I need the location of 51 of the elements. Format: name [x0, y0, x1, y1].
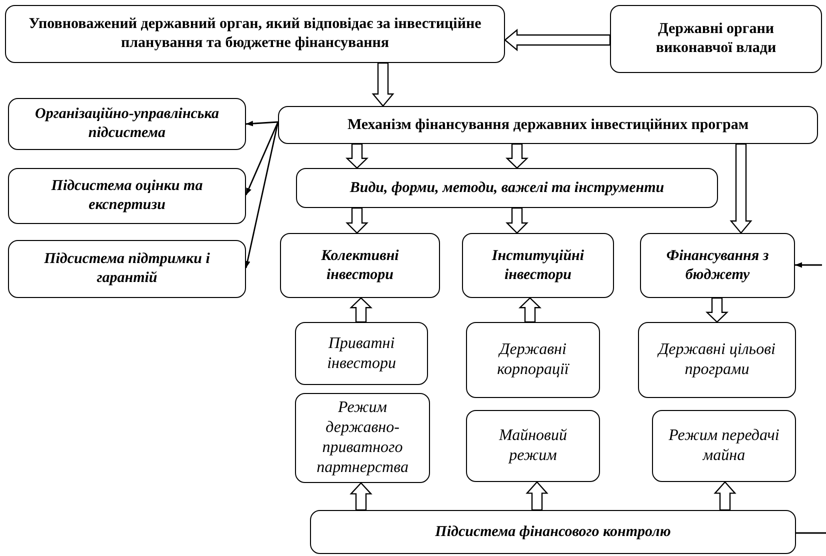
- rounded-box: [640, 233, 795, 298]
- box-label: Колективні інвестори: [320, 246, 400, 284]
- block-arrow: [350, 482, 372, 511]
- rounded-box: [638, 322, 796, 398]
- box-label: Інституційні інвестори: [490, 246, 586, 284]
- box-label: Види, форми, методи, важелі та інструменти: [350, 178, 664, 198]
- box-label: Підсистема фінансового контролю: [435, 522, 671, 542]
- rounded-box: [652, 410, 796, 482]
- rounded-box: [8, 168, 246, 224]
- box-label: Підсистема підтримки і гарантій: [43, 250, 211, 288]
- connector-line: [796, 532, 826, 534]
- block-arrow: [346, 143, 368, 169]
- rounded-box: [278, 106, 818, 144]
- block-arrow: [506, 143, 528, 169]
- rounded-box: [295, 322, 428, 385]
- rounded-box: [295, 393, 430, 483]
- block-arrow: [506, 207, 528, 234]
- box-label: Майновий режим: [498, 426, 568, 466]
- block-arrow: [350, 297, 372, 323]
- rounded-box: [5, 5, 505, 63]
- box-label: Державні корпорації: [496, 340, 570, 380]
- box-label: Фінансування з бюджету: [665, 246, 770, 284]
- box-label: Підсистема оцінки та експертизи: [50, 177, 204, 215]
- rounded-box: [466, 410, 600, 482]
- block-arrow: [706, 297, 728, 323]
- box-label: Організаційно-управлінська підсистема: [34, 105, 220, 143]
- arrow: [245, 122, 279, 196]
- block-arrow: [526, 481, 548, 511]
- block-arrow: [346, 207, 368, 234]
- rounded-box: [296, 168, 718, 208]
- rounded-box: [610, 5, 822, 73]
- box-label: Приватні інвестори: [326, 334, 397, 374]
- block-arrow: [504, 28, 611, 52]
- rounded-box: [8, 98, 246, 150]
- rounded-box: [462, 233, 614, 298]
- rounded-box: [8, 240, 246, 298]
- box-label: Режим передачі майна: [668, 426, 780, 466]
- block-arrow: [372, 62, 394, 107]
- block-arrow: [714, 481, 736, 511]
- rounded-box: [310, 510, 796, 554]
- block-arrow: [518, 297, 542, 323]
- arrow: [795, 262, 822, 268]
- arrow: [246, 120, 278, 126]
- rounded-box: [466, 322, 600, 398]
- box-label: Державні органи виконавчої влади: [654, 20, 778, 58]
- box-label: Уповноважений державний орган, який відповідає за інвестиційне планування та бюджетне фінансування: [28, 15, 482, 53]
- rounded-box: [280, 233, 440, 298]
- box-label: Механізм фінансування державних інвестиційних програм: [347, 116, 749, 134]
- box-label: Державні цільові програми: [656, 340, 776, 380]
- block-arrow: [730, 143, 752, 234]
- box-label: Режим державно-приватного партнерства: [316, 398, 410, 478]
